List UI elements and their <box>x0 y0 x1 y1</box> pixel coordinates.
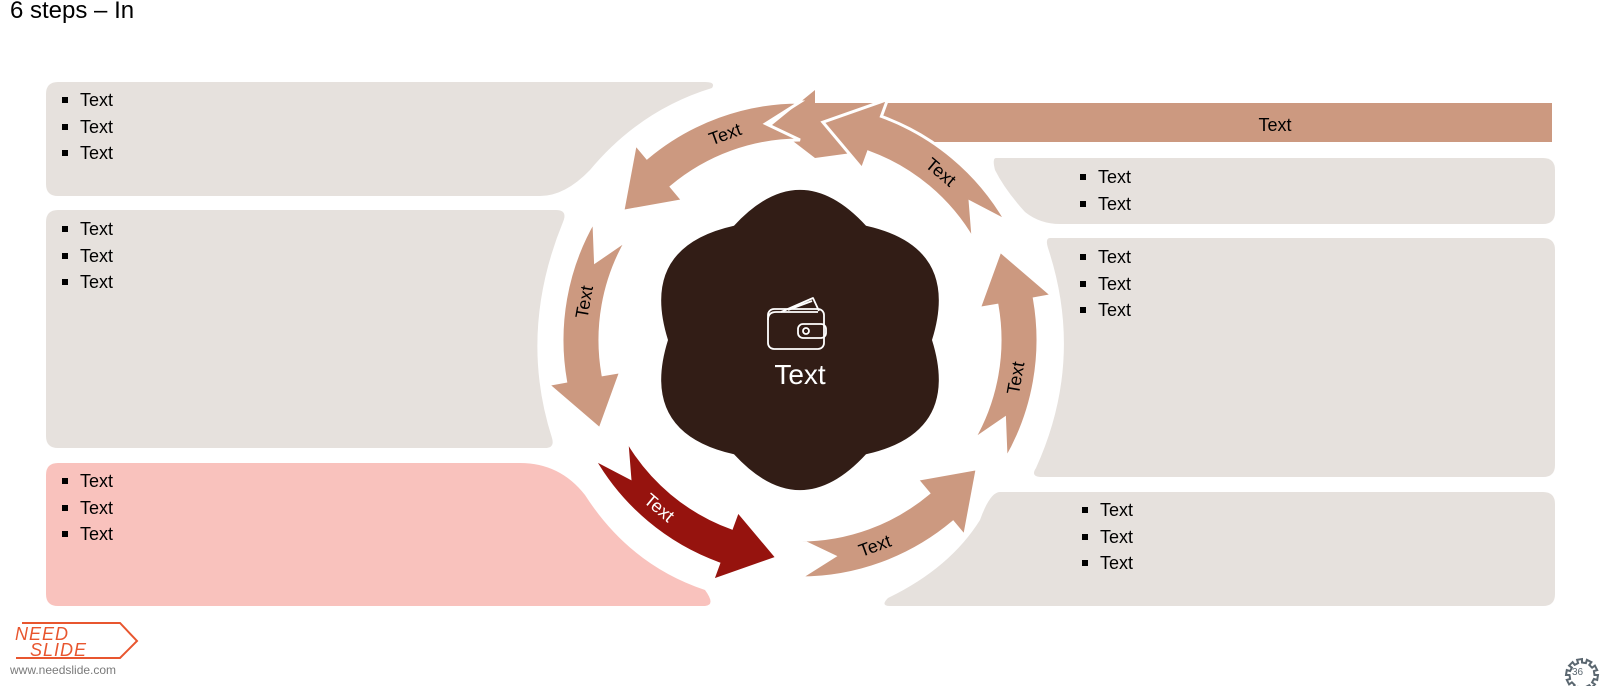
bullet-item: Text <box>58 468 113 495</box>
panel-right-middle <box>1034 238 1555 477</box>
panel-left-middle <box>46 210 565 448</box>
bullet-item: Text <box>58 243 113 270</box>
cycle-arrow-1 <box>620 100 806 214</box>
bullet-item: Text <box>58 87 113 114</box>
bullet-item: Text <box>1076 191 1131 218</box>
bullet-item: Text <box>1076 271 1131 298</box>
panel-left-top <box>46 82 714 196</box>
needslide-logo: NEED SLIDE <box>15 622 139 660</box>
bullet-item: Text <box>1076 244 1131 271</box>
center-label: Text <box>774 359 826 390</box>
banner-arrow <box>772 90 1552 158</box>
bullet-item: Text <box>58 140 113 167</box>
bullet-item: Text <box>58 269 113 296</box>
cycle-arrow-3 <box>590 439 780 584</box>
center-flower-shape <box>661 189 939 491</box>
cycle-arrow-4 <box>794 466 980 580</box>
page-number-gear-icon <box>1564 657 1600 686</box>
bullet-item: Text <box>1076 297 1131 324</box>
logo-arrow-outline <box>16 622 139 659</box>
bullet-item: Text <box>1076 164 1131 191</box>
slide-title: 6 steps – In <box>10 0 135 24</box>
bullet-item: Text <box>58 216 113 243</box>
cycle-arrow-2 <box>544 215 629 432</box>
logo-url: www.needslide.com <box>10 663 117 677</box>
panel-right-bottom <box>884 492 1555 606</box>
logo-brand-line-1: NEED <box>15 624 69 644</box>
cycle-arrow-6 <box>820 96 1010 241</box>
bullet-item: Text <box>58 521 113 548</box>
bullet-item: Text <box>58 495 113 522</box>
wallet-icon <box>767 297 827 350</box>
panel-left-bottom <box>46 463 711 606</box>
bullet-item: Text <box>58 114 113 141</box>
bullet-item: Text <box>1078 497 1133 524</box>
logo-brand-line-2: SLIDE <box>30 640 87 660</box>
cycle-arrow-5 <box>971 248 1056 465</box>
banner-arrow-label: Text <box>1258 115 1291 135</box>
bullet-item: Text <box>1078 524 1133 551</box>
bullet-item: Text <box>1078 550 1133 577</box>
page-number: 36 <box>1572 667 1584 678</box>
panel-right-top <box>993 158 1555 224</box>
